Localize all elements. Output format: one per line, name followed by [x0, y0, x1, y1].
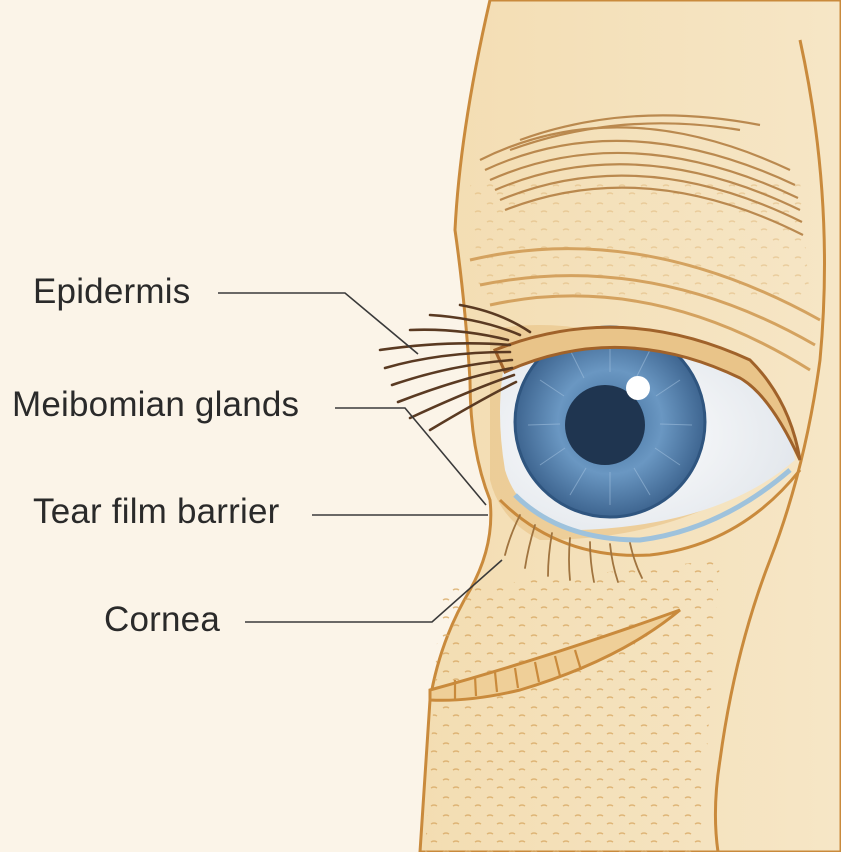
- label-tear-film-barrier: Tear film barrier: [33, 494, 280, 529]
- corneal-highlight: [626, 376, 650, 400]
- leader-line-epidermis: [218, 293, 418, 354]
- leader-line-meibomian-glands: [335, 408, 486, 505]
- skin-texture: [425, 560, 720, 852]
- label-cornea: Cornea: [104, 602, 220, 637]
- label-meibomian-glands: Meibomian glands: [12, 387, 299, 422]
- label-epidermis: Epidermis: [33, 274, 190, 309]
